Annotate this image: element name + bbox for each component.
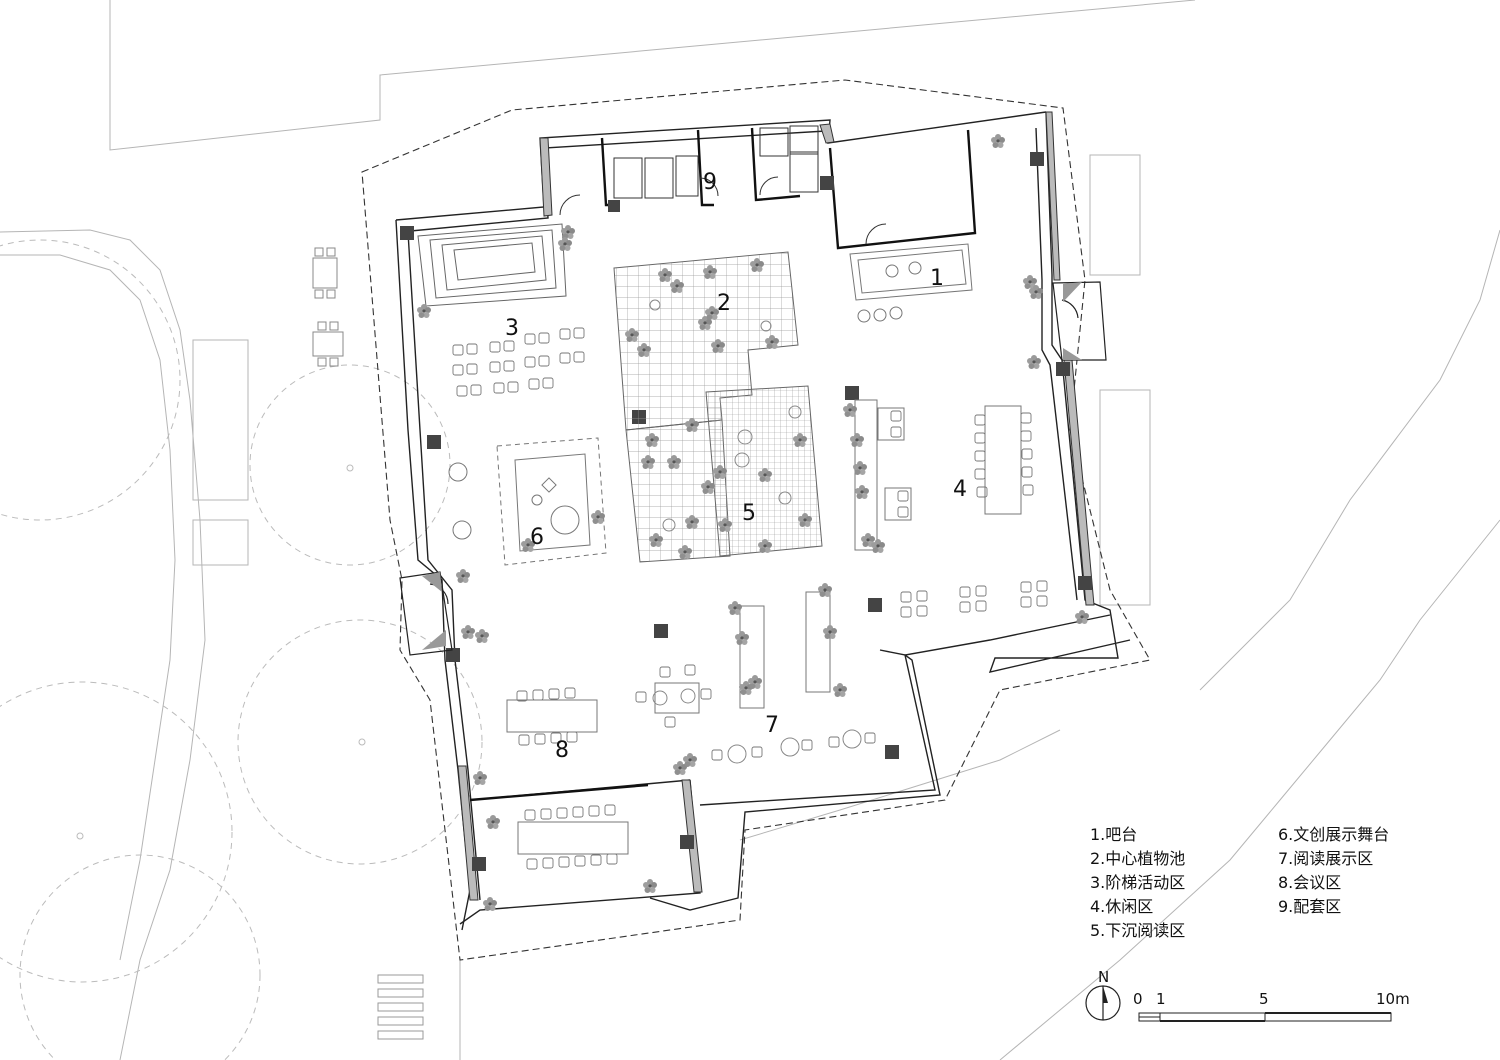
legend-item-9: 9.配套区 xyxy=(1278,897,1341,916)
scale-tick-1: 1 xyxy=(1156,990,1166,1008)
legend-item-2: 2.中心植物池 xyxy=(1090,849,1185,868)
columns xyxy=(400,152,1092,871)
label-4: 4 xyxy=(953,477,967,502)
label-5: 5 xyxy=(742,501,756,526)
legend-item-7: 7.阅读展示区 xyxy=(1278,849,1373,868)
bar-area xyxy=(849,243,973,323)
label-3: 3 xyxy=(505,316,519,341)
stepped-activity-area xyxy=(417,223,567,307)
legend-item-6: 6.文创展示舞台 xyxy=(1278,825,1389,844)
outdoor-seating xyxy=(312,247,344,367)
label-7: 7 xyxy=(765,713,779,738)
tree-circles xyxy=(0,239,483,1060)
label-1: 1 xyxy=(930,266,944,291)
label-6: 6 xyxy=(530,525,544,550)
scale-tick-0: 0 xyxy=(1133,990,1143,1008)
label-9: 9 xyxy=(703,170,717,195)
plan-labels: 1 2 3 4 5 6 7 8 9 xyxy=(505,170,967,763)
stage-area xyxy=(448,437,607,566)
label-2: 2 xyxy=(717,291,731,316)
scale-tick-5: 5 xyxy=(1259,990,1269,1008)
north-label: N xyxy=(1098,968,1109,986)
restroom-stalls xyxy=(559,125,887,245)
label-8: 8 xyxy=(555,738,569,763)
legend-item-4: 4.休闲区 xyxy=(1090,897,1153,916)
legend-item-8: 8.会议区 xyxy=(1278,873,1341,892)
scale-bar: 0 1 5 10m xyxy=(1133,990,1410,1022)
legend-item-3: 3.阶梯活动区 xyxy=(1090,873,1185,892)
legend-item-5: 5.下沉阅读区 xyxy=(1090,921,1185,940)
canopy-outline xyxy=(361,79,1151,961)
legend: 1.吧台 2.中心植物池 3.阶梯活动区 4.休闲区 5.下沉阅读区 6.文创展… xyxy=(1090,825,1389,940)
leisure-tables xyxy=(506,399,1022,855)
north-arrow-icon: N xyxy=(1085,968,1121,1021)
scale-tick-10: 10m xyxy=(1376,990,1410,1008)
legend-item-1: 1.吧台 xyxy=(1090,825,1137,844)
parking-stripes xyxy=(377,974,424,1040)
